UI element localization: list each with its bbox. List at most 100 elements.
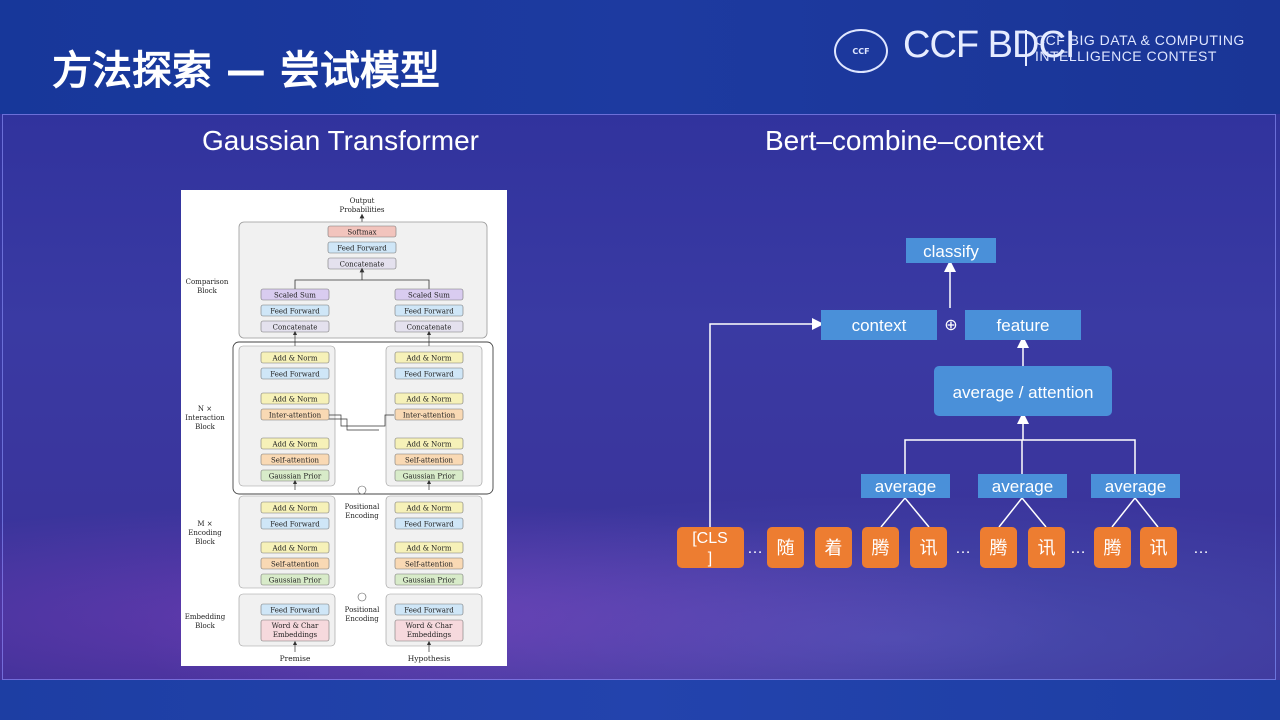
concat-plus-icon: ⊕ [944,317,957,334]
gt-left-cmp-ff-box [260,304,330,317]
gt-softmax-label: Softmax [347,229,376,237]
gt-interaction-label-2: Interaction [185,414,225,422]
average-attention-label: average / attention [953,383,1094,402]
gaussian-transformer-figure: Output Probabilities Comparison Block So… [181,190,507,666]
gt-embedding-label-2: Block [195,622,216,630]
token-1 [767,527,804,568]
average-box-1 [861,474,950,498]
ccf-seal-icon: CCF [834,29,888,73]
gt-right-cmp-concat-label: Concatenate [407,324,452,332]
gt-r-enc-ff [394,517,464,530]
gt-r-enc-ff-label: Feed Forward [404,521,454,529]
average-label-3: average [1105,477,1166,496]
gt-premise-label: Premise [280,654,311,663]
gt-r-int-addnorm-2 [394,392,464,405]
gt-r-int-self-attention-label: Self-attention [405,457,454,465]
classify-box [906,238,996,263]
gt-l-emb-wordchar-1: Word & Char [272,622,319,630]
gt-posenc-2-icon [357,592,367,602]
token-8 [1140,527,1177,568]
gt-diagram-svg: Output Probabilities Comparison Block So… [185,197,494,663]
gt-l-int-ff [260,367,330,380]
classify-label: classify [923,242,979,261]
feature-box [965,310,1081,340]
gt-top-ff-label: Feed Forward [337,245,387,253]
gt-r-int-ff-label: Feed Forward [404,371,454,379]
gt-top-ff-box [327,241,397,254]
gt-softmax-box [327,225,397,238]
gt-hypothesis-label: Hypothesis [408,654,451,663]
gt-l-int-addnorm-2-label: Add & Norm [271,396,317,404]
token-7 [1094,527,1131,568]
gt-l-int-gaussian-label: Gaussian Prior [269,473,322,481]
gt-r-emb-ff [394,603,464,616]
gt-embedding-label-1: Embedding [185,613,226,621]
header-bar [0,0,1280,114]
gt-l-inter-attention [260,408,330,421]
bottom-band [0,680,1280,720]
gt-l-enc-self-attention-label: Self-attention [271,561,320,569]
gt-posenc-2-label-a: Positional [345,606,380,614]
gt-right-scaled-sum-box [394,288,464,301]
ccf-bdci-logo: CCF BDCI [903,24,1075,66]
gt-l-emb-wordchar-2: Embeddings [273,631,318,639]
ellipsis-3: … [1070,540,1086,557]
token-7-label: 腾 [1104,538,1122,558]
gt-left-scaled-sum-label: Scaled Sum [274,292,316,300]
gt-l-emb-ff [260,603,330,616]
gt-right-scaled-sum-label: Scaled Sum [408,292,450,300]
gt-r-int-addnorm-3-label: Add & Norm [405,441,451,449]
token-5 [980,527,1017,568]
gt-r-enc-addnorm-2 [394,541,464,554]
gt-probabilities-label: Probabilities [340,206,385,214]
gt-r-int-ff [394,367,464,380]
gt-r-enc-addnorm-1 [394,501,464,514]
ellipsis-2: … [955,540,971,557]
contest-name: CCF BIG DATA & COMPUTING INTELLIGENCE CO… [1035,32,1245,64]
gt-encoding-label-3: Block [195,538,216,546]
left-heading: Gaussian Transformer [202,125,479,156]
token-6 [1028,527,1065,568]
gt-l-enc-addnorm-1-label: Add & Norm [271,505,317,513]
gt-l-enc-addnorm-2 [260,541,330,554]
average-attention-box [934,366,1112,416]
gt-r-emb-ff-label: Feed Forward [404,607,454,615]
gt-left-cmp-concat-label: Concatenate [273,324,318,332]
gt-r-int-self-attention [394,453,464,466]
gt-encoding-label-2: Encoding [188,529,222,537]
token-cls [677,527,744,568]
average-box-2 [978,474,1067,498]
token-cls-line-1: [CLS [692,530,728,547]
ellipsis-4: … [1193,540,1209,557]
gt-r-inter-attention-label: Inter-attention [403,412,456,420]
gt-l-int-addnorm-2 [260,392,330,405]
gt-r-int-addnorm-1 [394,351,464,364]
gt-r-emb-wordchar-1: Word & Char [406,622,453,630]
gt-left-cmp-ff-label: Feed Forward [270,308,320,316]
token-2-label: 着 [825,538,843,558]
token-3-label: 腾 [872,538,890,558]
average-box-3 [1091,474,1180,498]
token-4 [910,527,947,568]
gt-r-enc-gaussian-label: Gaussian Prior [403,577,456,585]
gt-posenc-1-label-a: Positional [345,503,380,511]
gt-l-int-ff-label: Feed Forward [270,371,320,379]
cls-to-context-arrow [709,318,824,528]
average-label-2: average [992,477,1053,496]
token-6-label: 讯 [1038,538,1056,558]
gt-l-int-self-attention [260,453,330,466]
gt-top-concat-label: Concatenate [340,261,385,269]
avg3-fork [1111,496,1159,528]
gt-cross-link-1 [329,414,394,427]
gt-l-inter-attention-label: Inter-attention [269,412,322,420]
token-1-label: 随 [777,538,795,558]
gt-r-enc-gaussian [394,573,464,586]
avg2-fork [998,496,1047,528]
gt-r-int-addnorm-1-label: Add & Norm [405,355,451,363]
gt-l-enc-ff [260,517,330,530]
gt-comparison-label-1: Comparison [186,278,229,286]
feature-label: feature [997,316,1050,335]
gt-l-enc-self-attention [260,557,330,570]
gt-l-int-addnorm-3 [260,437,330,450]
